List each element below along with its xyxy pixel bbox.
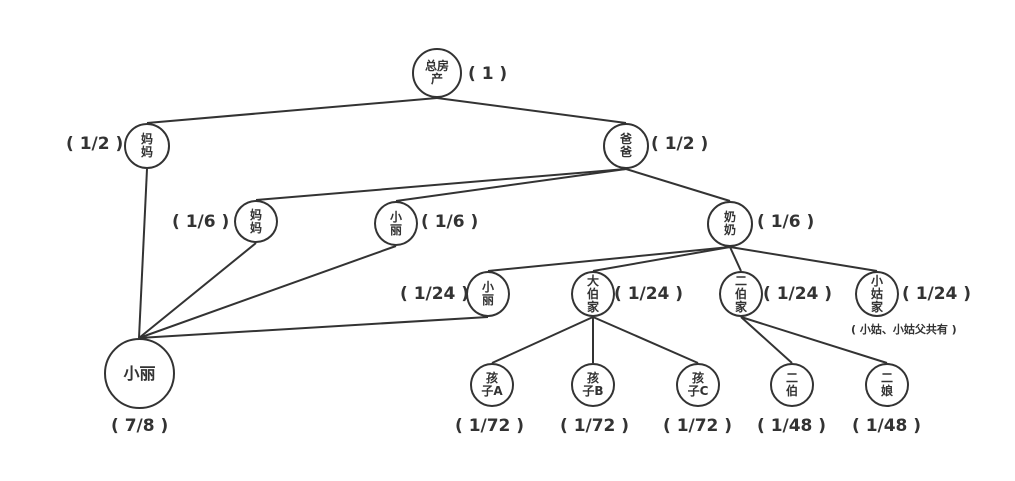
edge-root-mom1 xyxy=(146,97,438,124)
aunt-family-note: ( 小姑、小姑父共有 ) xyxy=(851,323,957,336)
node-uncle2-family-label: 二 伯 家 xyxy=(734,273,747,314)
fraction-uncle1-family: ( 1/24 ) xyxy=(614,284,684,304)
edge-grandma-uncle1 xyxy=(592,246,731,272)
fraction-mom1: ( 1/2 ) xyxy=(66,134,124,154)
node-uncle2: 二 伯 xyxy=(770,363,814,407)
node-childA-label: 孩 子A xyxy=(481,371,503,398)
edge-uncle2-uncle2 xyxy=(740,316,793,364)
fraction-childA: ( 1/72 ) xyxy=(455,416,525,436)
fraction-childB: ( 1/72 ) xyxy=(560,416,630,436)
fraction-xiaoli-big: ( 7/8 ) xyxy=(111,416,169,436)
fraction-aunt-family: ( 1/24 ) xyxy=(902,284,972,304)
edge-xiaolismall-xiaoli xyxy=(138,245,397,339)
node-mom2: 妈 妈 xyxy=(234,200,278,243)
fraction-dad: ( 1/2 ) xyxy=(651,134,709,154)
node-childB-label: 孩 子B xyxy=(582,371,604,398)
node-grandma-label: 奶 奶 xyxy=(723,210,736,237)
node-childB: 孩 子B xyxy=(571,363,615,407)
edge-xiaoli2-xiaoli xyxy=(138,316,489,339)
edge-uncle2-aunt2 xyxy=(740,316,888,364)
node-dad: 爸 爸 xyxy=(603,123,649,169)
node-grandma: 奶 奶 xyxy=(707,201,753,247)
node-xiaoli-small: 小 丽 xyxy=(374,201,418,246)
edge-uncle1-childA xyxy=(491,316,594,364)
edge-dad-grandma xyxy=(625,168,731,202)
node-uncle2-label: 二 伯 xyxy=(785,371,798,398)
node-xiaoli2-label: 小 丽 xyxy=(481,280,494,307)
node-aunt-family-label: 小 姑 家 xyxy=(870,273,883,314)
node-childC-label: 孩 子C xyxy=(687,371,709,398)
node-aunt2-label: 二 娘 xyxy=(880,371,893,398)
node-xiaoli-big: 小丽 xyxy=(104,338,175,409)
edge-dad-xiaoli-small xyxy=(395,168,627,202)
node-root: 总房 产 xyxy=(412,48,462,98)
node-childA: 孩 子A xyxy=(470,363,514,407)
edge-root-dad xyxy=(436,97,627,124)
fraction-grandma: ( 1/6 ) xyxy=(757,212,815,232)
fraction-mom2: ( 1/6 ) xyxy=(172,212,230,232)
fraction-aunt2: ( 1/48 ) xyxy=(852,416,922,436)
fraction-xiaoli2: ( 1/24 ) xyxy=(400,284,470,304)
edge-grandma-uncle2 xyxy=(729,246,742,272)
node-aunt-family: 小 姑 家 xyxy=(855,271,899,317)
fraction-uncle2-family: ( 1/24 ) xyxy=(763,284,833,304)
node-xiaoli-small-label: 小 丽 xyxy=(389,209,402,237)
node-uncle2-family: 二 伯 家 xyxy=(719,271,763,317)
node-root-label: 总房 产 xyxy=(424,59,449,86)
node-uncle1-family: 大 伯 家 xyxy=(571,271,615,317)
fraction-root: ( 1 ) xyxy=(468,64,508,84)
edge-uncle1-childC xyxy=(592,316,699,364)
node-mom1-label: 妈 妈 xyxy=(140,132,153,159)
node-xiaoli2: 小 丽 xyxy=(466,271,510,317)
edge-grandma-aunt xyxy=(729,246,878,272)
node-mom1: 妈 妈 xyxy=(124,123,170,169)
edge-grandma-xiaoli2 xyxy=(487,246,731,272)
node-xiaoli-big-label: 小丽 xyxy=(123,364,156,383)
edge-mom1-xiaoli xyxy=(138,168,148,339)
node-aunt2: 二 娘 xyxy=(865,363,909,407)
node-uncle1-family-label: 大 伯 家 xyxy=(586,273,599,314)
fraction-uncle2: ( 1/48 ) xyxy=(757,416,827,436)
edge-mom2-xiaoli xyxy=(138,242,257,339)
fraction-childC: ( 1/72 ) xyxy=(663,416,733,436)
node-dad-label: 爸 爸 xyxy=(619,132,632,159)
node-mom2-label: 妈 妈 xyxy=(249,207,262,235)
fraction-xiaoli-small: ( 1/6 ) xyxy=(421,212,479,232)
edge-dad-mom2 xyxy=(255,168,627,201)
node-childC: 孩 子C xyxy=(676,363,720,407)
